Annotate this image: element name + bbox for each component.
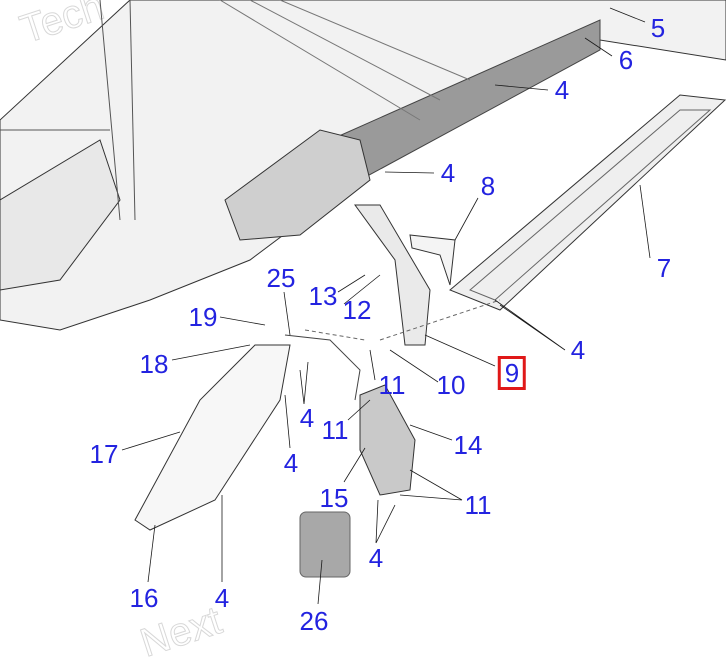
- callout-4[interactable]: 4: [570, 335, 586, 365]
- panel-14: [359, 384, 416, 496]
- pad-26: [299, 511, 351, 578]
- callout-12[interactable]: 12: [342, 295, 372, 325]
- callout-4[interactable]: 4: [440, 158, 456, 188]
- callout-26[interactable]: 26: [299, 606, 329, 636]
- leader-lines: [121, 7, 651, 605]
- running-board: [449, 94, 726, 311]
- callout-18[interactable]: 18: [139, 349, 169, 379]
- callout-5[interactable]: 5: [650, 13, 666, 43]
- callout-9-highlighted[interactable]: 9: [497, 356, 527, 390]
- callout-15[interactable]: 15: [319, 483, 349, 513]
- bracket-8: [409, 234, 456, 286]
- frame-plate: [224, 129, 371, 241]
- callout-4[interactable]: 4: [299, 403, 315, 433]
- callout-8[interactable]: 8: [480, 171, 496, 201]
- callout-7[interactable]: 7: [656, 253, 672, 283]
- callout-11[interactable]: 11: [464, 490, 492, 520]
- callout-13[interactable]: 13: [308, 281, 338, 311]
- callout-25[interactable]: 25: [266, 263, 296, 293]
- callout-14[interactable]: 14: [453, 430, 483, 460]
- bracket-9: [354, 204, 431, 346]
- callout-4[interactable]: 4: [214, 583, 230, 613]
- callout-19[interactable]: 19: [188, 302, 218, 332]
- callout-4[interactable]: 4: [554, 75, 570, 105]
- side-panel-16: [134, 344, 291, 531]
- callout-11[interactable]: 11: [378, 370, 406, 400]
- callout-4[interactable]: 4: [283, 448, 299, 478]
- callout-16[interactable]: 16: [129, 583, 159, 613]
- callout-4[interactable]: 4: [368, 543, 384, 573]
- callout-6[interactable]: 6: [618, 45, 634, 75]
- callout-17[interactable]: 17: [89, 439, 119, 469]
- callout-10[interactable]: 10: [436, 370, 466, 400]
- callout-11[interactable]: 11: [321, 415, 349, 445]
